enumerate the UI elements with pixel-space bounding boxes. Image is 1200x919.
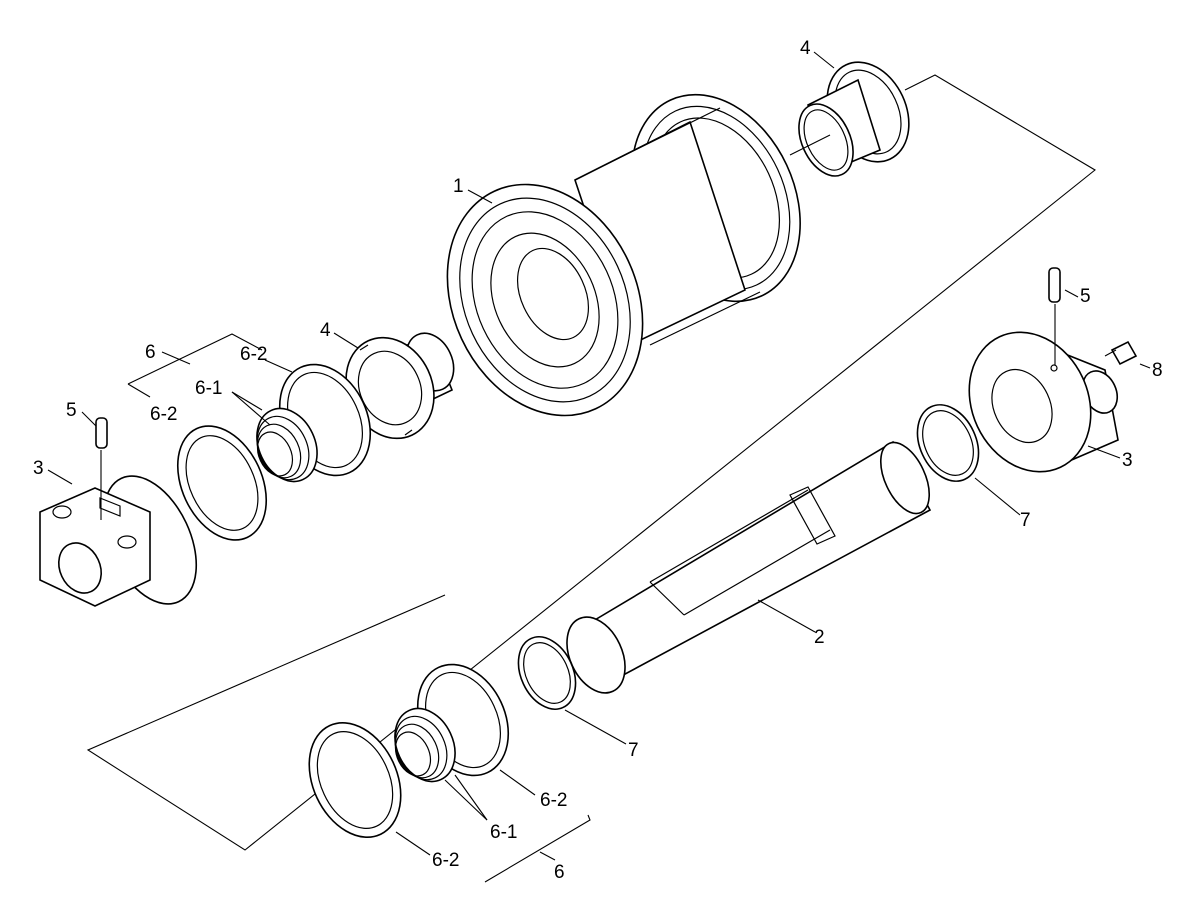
callout-seal-62-bottom-b: 6-2: [540, 790, 567, 811]
collar-left: [39, 475, 198, 607]
callout-oring-right: 7: [1020, 510, 1031, 531]
plug: [1104, 340, 1138, 366]
oring-right: [916, 404, 980, 482]
seal-61-bottom: [394, 707, 456, 783]
assembly-boundary-line: [86, 74, 1096, 851]
callout-seal-group-bottom: 6: [554, 862, 565, 883]
callout-seal-62-top-a: 6-2: [150, 404, 177, 425]
callout-seal-61-bottom: 6-1: [490, 822, 517, 843]
seal-61-top: [256, 407, 318, 483]
callout-seal-62-bottom-a: 6-2: [432, 850, 459, 871]
callout-bushing-mid: 4: [320, 320, 331, 341]
pin-right: [1048, 267, 1061, 365]
bushing-top: [789, 61, 910, 177]
callout-oring-mid: 7: [628, 740, 639, 761]
seal-62-top-a: [176, 425, 268, 541]
callout-plug: 8: [1152, 360, 1163, 381]
callout-pin-left: 5: [66, 400, 77, 421]
callout-bushing-top: 4: [800, 38, 811, 59]
callout-seal-group-top: 6: [145, 342, 156, 363]
seal-62-bottom-a: [308, 721, 402, 839]
callout-collar-right: 3: [1122, 450, 1133, 471]
leader-lines: [47, 51, 1151, 883]
callout-labels: 1 4 4 6 6-2 6-1 6-2 5 3 5 8 3 7 2 7 6-2 …: [33, 38, 1163, 883]
roller-body: [446, 93, 801, 417]
shaft: [566, 440, 932, 694]
oring-mid: [517, 636, 577, 710]
callout-pin-right: 5: [1080, 286, 1091, 307]
callout-shaft: 2: [814, 627, 825, 648]
collar-right: [968, 331, 1119, 473]
callout-roller-body: 1: [453, 176, 464, 197]
callout-seal-62-top-b: 6-2: [240, 344, 267, 365]
pin-left: [95, 417, 108, 520]
callout-collar-left: 3: [33, 458, 44, 479]
callout-seal-61-top: 6-1: [195, 378, 222, 399]
